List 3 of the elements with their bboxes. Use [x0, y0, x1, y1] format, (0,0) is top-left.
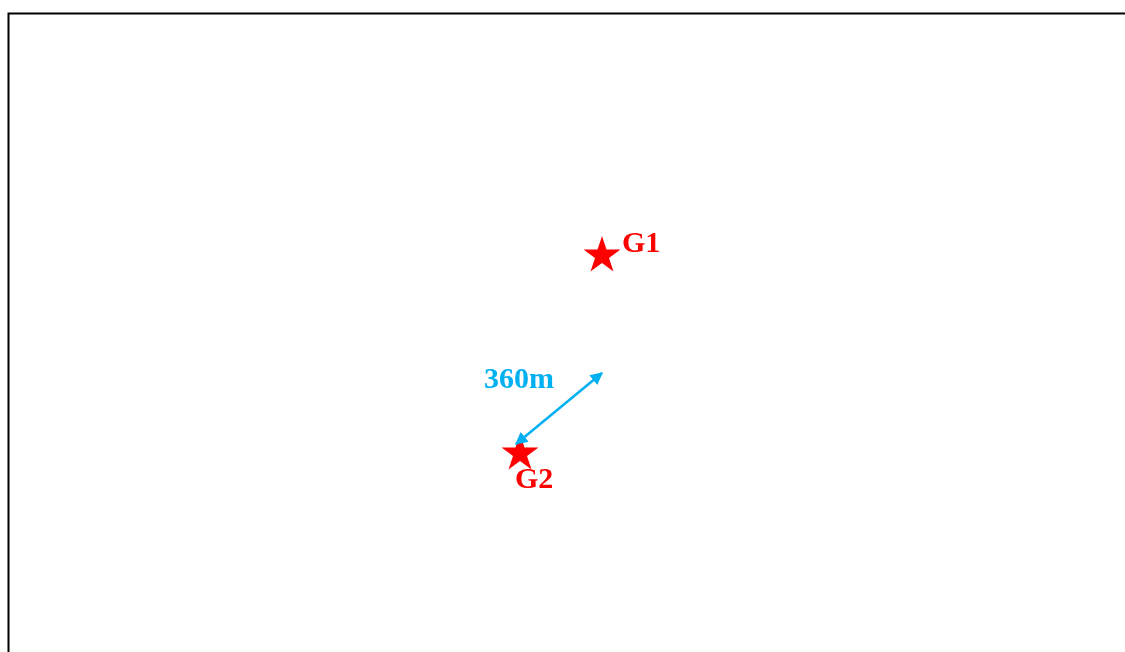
point-label: G1 — [622, 226, 661, 258]
point-label: G2 — [515, 462, 554, 494]
distance-label: 360m — [484, 362, 554, 394]
